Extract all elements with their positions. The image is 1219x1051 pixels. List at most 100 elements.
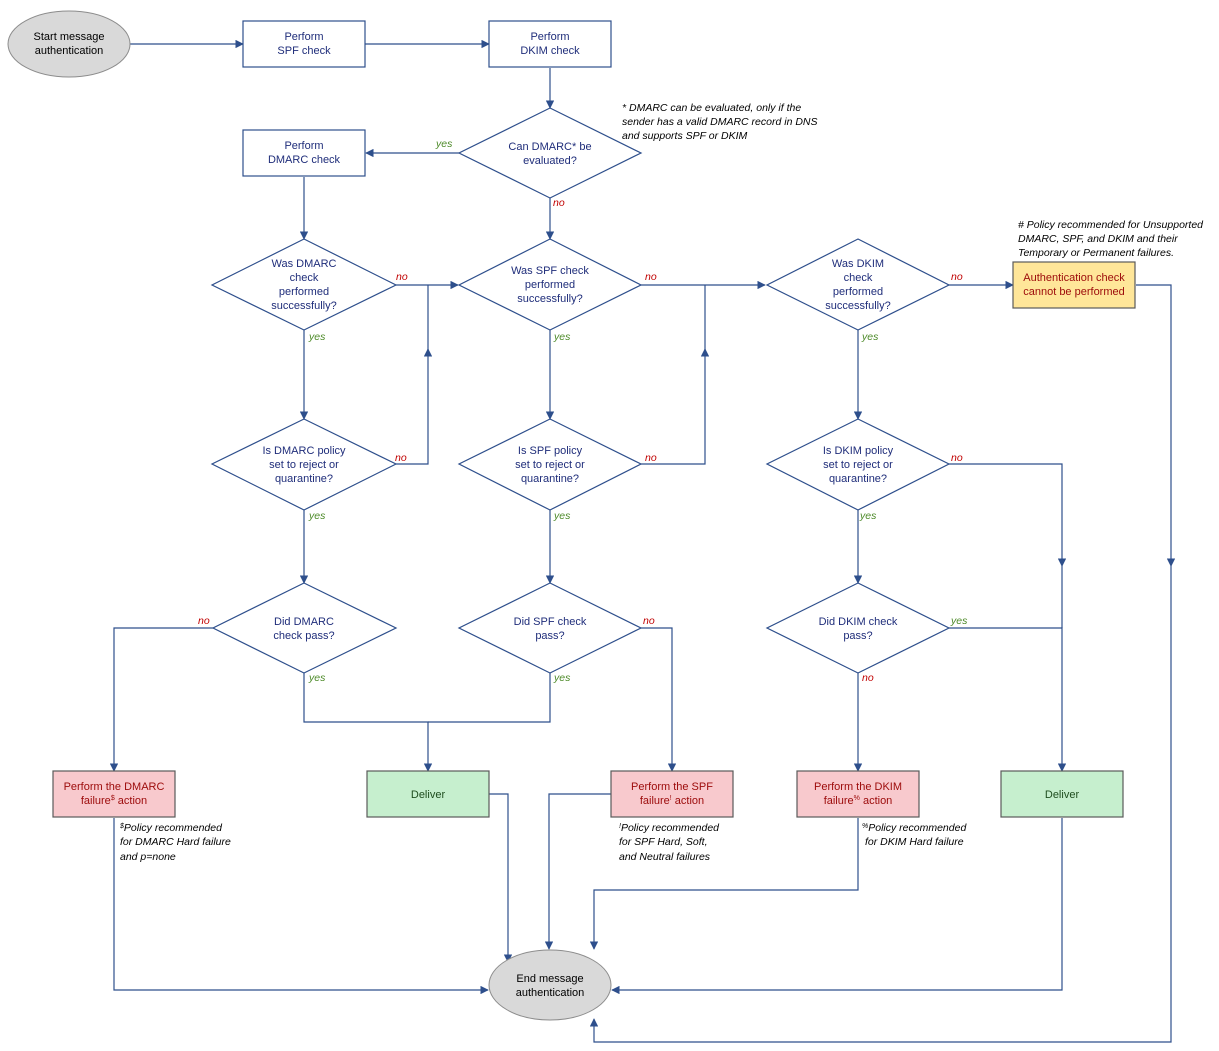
edge-isspfpolicy-no bbox=[641, 348, 710, 465]
end-terminal: End message authentication bbox=[488, 949, 612, 1021]
spf-fail-line-1: Perform the SPF bbox=[631, 781, 713, 793]
spf-fail-note-line-2: for SPF Hard, Soft, bbox=[619, 836, 708, 848]
label-no-candmarc: no bbox=[553, 197, 565, 209]
was-dmarc-line-4: successfully? bbox=[271, 300, 336, 312]
spf-check-line-2: SPF check bbox=[277, 45, 331, 57]
dmarc-check-process: Perform DMARC check bbox=[242, 129, 366, 177]
dmarc-fail-note-line-3: and p=none bbox=[120, 851, 176, 863]
label-yes-diddkim: yes bbox=[950, 615, 968, 627]
end-line-2: authentication bbox=[516, 987, 585, 999]
label-yes-didspf: yes bbox=[553, 672, 571, 684]
edge-authcannot-down bbox=[1136, 284, 1176, 567]
was-dmarc-decision: Was DMARC check performed successfully? bbox=[210, 238, 398, 331]
spf-fail-process: Perform the SPF failure! action bbox=[610, 770, 734, 818]
edge-dkimfail-to-end bbox=[589, 818, 859, 950]
dkim-fail-process: Perform the DKIM failure% action bbox=[796, 770, 920, 818]
was-dmarc-line-3: performed bbox=[279, 286, 329, 298]
is-dmarc-policy-line-3: quarantine? bbox=[275, 473, 333, 485]
label-yes-diddmarc: yes bbox=[308, 672, 326, 684]
can-dmarc-line-1: Can DMARC* be bbox=[508, 141, 591, 153]
edge-diddkim-yes bbox=[949, 627, 1067, 772]
edge-didspf-yes bbox=[428, 673, 551, 723]
dmarc-fail-note: $Policy recommended for DMARC Hard failu… bbox=[119, 822, 231, 863]
edge-authcannot-to-end bbox=[589, 566, 1172, 1043]
dmarc-note-line-3: and supports SPF or DKIM bbox=[622, 130, 748, 142]
label-yes-wasdkim: yes bbox=[861, 331, 879, 343]
was-dmarc-line-1: Was DMARC bbox=[272, 258, 337, 270]
edge-deliver2-to-end bbox=[611, 818, 1063, 995]
was-spf-line-1: Was SPF check bbox=[511, 265, 589, 277]
is-spf-policy-line-2: set to reject or bbox=[515, 459, 585, 471]
was-dmarc-line-2: check bbox=[290, 272, 319, 284]
edges bbox=[109, 39, 1176, 1043]
was-dkim-line-4: successfully? bbox=[825, 300, 890, 312]
dmarc-note-line-2: sender has a valid DMARC record in DNS bbox=[622, 116, 818, 128]
dmarc-check-line-2: DMARC check bbox=[268, 154, 341, 166]
is-dkim-policy-decision: Is DKIM policy set to reject or quaranti… bbox=[765, 418, 951, 511]
did-dmarc-decision: Did DMARC check pass? bbox=[211, 582, 398, 674]
policy-note-line-1: # Policy recommended for Unsupported bbox=[1018, 219, 1204, 231]
label-no-diddmarc: no bbox=[198, 615, 210, 627]
edge-didspf-no bbox=[641, 627, 677, 772]
policy-note-line-2: DMARC, SPF, and DKIM and their bbox=[1018, 233, 1178, 245]
was-spf-line-2: performed bbox=[525, 279, 575, 291]
is-dmarc-policy-line-2: set to reject or bbox=[269, 459, 339, 471]
auth-cannot-line-1: Authentication check bbox=[1023, 272, 1125, 284]
label-yes-wasspf: yes bbox=[553, 331, 571, 343]
dkim-fail-line-2: failure% action bbox=[824, 795, 893, 807]
is-dmarc-policy-decision: Is DMARC policy set to reject or quarant… bbox=[210, 418, 398, 511]
edge-deliver1-to-end bbox=[489, 793, 513, 963]
spf-fail-note: !Policy recommended for SPF Hard, Soft, … bbox=[619, 822, 720, 863]
edge-labels: yes no no yes no yes no yes no yes no ye… bbox=[198, 138, 968, 684]
start-terminal: Start message authentication bbox=[7, 10, 131, 78]
deliver-process-1: Deliver bbox=[366, 770, 490, 818]
edge-dmarcfail-to-end bbox=[113, 818, 489, 995]
did-spf-line-2: pass? bbox=[535, 630, 564, 642]
did-spf-line-1: Did SPF check bbox=[514, 616, 587, 628]
end-line-1: End message bbox=[516, 973, 583, 985]
did-dkim-line-2: pass? bbox=[843, 630, 872, 642]
label-no-wasspf: no bbox=[645, 271, 657, 283]
start-line-1: Start message bbox=[34, 31, 105, 43]
deliver-1-label: Deliver bbox=[411, 789, 446, 801]
spf-fail-note-line-3: and Neutral failures bbox=[619, 851, 711, 863]
label-yes-isdkimpolicy: yes bbox=[859, 510, 877, 522]
deliver-2-label: Deliver bbox=[1045, 789, 1080, 801]
edge-diddmarc-no bbox=[109, 627, 213, 772]
spf-fail-line-2: failure! action bbox=[640, 795, 704, 807]
label-no-diddkim: no bbox=[862, 672, 874, 684]
dkim-fail-note: %Policy recommended for DKIM Hard failur… bbox=[862, 822, 967, 848]
dmarc-evaluation-note: * DMARC can be evaluated, only if the se… bbox=[622, 102, 818, 142]
dkim-check-process: Perform DKIM check bbox=[488, 20, 612, 68]
is-spf-policy-line-1: Is SPF policy bbox=[518, 445, 583, 457]
can-dmarc-decision: Can DMARC* be evaluated? bbox=[457, 107, 643, 199]
is-dkim-policy-line-3: quarantine? bbox=[829, 473, 887, 485]
spf-check-line-1: Perform bbox=[284, 31, 323, 43]
spf-fail-note-line-1: !Policy recommended bbox=[619, 822, 720, 834]
spf-check-process: Perform SPF check bbox=[242, 20, 366, 68]
is-dkim-policy-line-2: set to reject or bbox=[823, 459, 893, 471]
label-yes-isdmarcpolicy: yes bbox=[308, 510, 326, 522]
label-no-isdkimpolicy: no bbox=[951, 452, 963, 464]
is-spf-policy-line-3: quarantine? bbox=[521, 473, 579, 485]
can-dmarc-line-2: evaluated? bbox=[523, 155, 577, 167]
dmarc-fail-line-2: failure$ action bbox=[81, 795, 147, 807]
is-spf-policy-decision: Is SPF policy set to reject or quarantin… bbox=[457, 418, 643, 511]
dkim-check-line-2: DKIM check bbox=[520, 45, 580, 57]
was-spf-line-3: successfully? bbox=[517, 293, 582, 305]
did-dmarc-line-1: Did DMARC bbox=[274, 616, 334, 628]
dmarc-fail-note-line-2: for DMARC Hard failure bbox=[120, 836, 231, 848]
dmarc-note-line-1: * DMARC can be evaluated, only if the bbox=[622, 102, 801, 114]
was-dkim-line-2: check bbox=[844, 272, 873, 284]
dmarc-fail-process: Perform the DMARC failure$ action bbox=[52, 770, 176, 818]
label-no-didspf: no bbox=[643, 615, 655, 627]
did-spf-decision: Did SPF check pass? bbox=[457, 582, 643, 674]
did-dkim-line-1: Did DKIM check bbox=[819, 616, 898, 628]
auth-cannot-line-2: cannot be performed bbox=[1023, 286, 1125, 298]
label-no-isspfpolicy: no bbox=[645, 452, 657, 464]
label-no-isdmarcpolicy: no bbox=[395, 452, 407, 464]
was-dkim-line-1: Was DKIM bbox=[832, 258, 884, 270]
label-yes-candmarc: yes bbox=[435, 138, 453, 150]
dmarc-fail-line-1: Perform the DMARC bbox=[64, 781, 165, 793]
